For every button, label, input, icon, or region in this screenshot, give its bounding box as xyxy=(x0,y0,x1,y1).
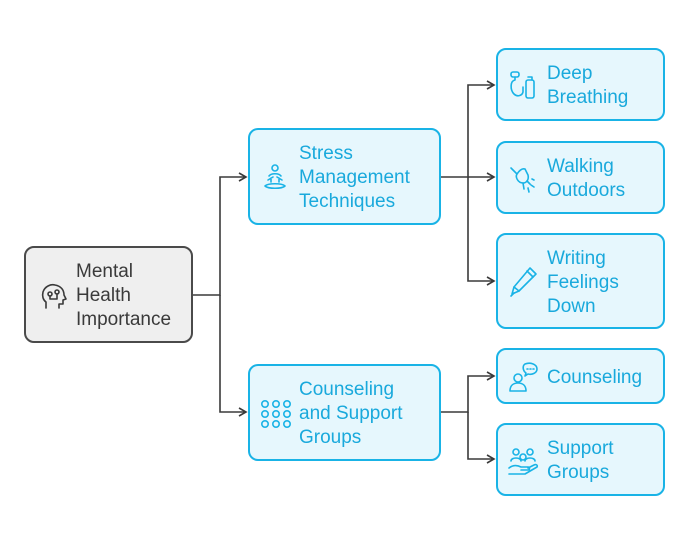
bird-icon xyxy=(510,167,535,193)
branch-counseling-label: Counseling and Support Groups xyxy=(299,379,403,448)
connector-root-branch-1 xyxy=(193,172,248,296)
branch-counseling-support: Counseling and Support Groups xyxy=(248,364,441,461)
root-label: Mental Health Importance xyxy=(76,261,172,330)
leaf-support-groups: Support Groups xyxy=(496,423,665,496)
connector-stress-writing xyxy=(467,177,496,286)
meditation-icon xyxy=(264,164,286,190)
leaf-counseling: Counseling xyxy=(496,348,665,404)
connector-root-branch-2 xyxy=(219,295,248,417)
leaf-deep-breathing: Deep Breathing xyxy=(496,48,665,121)
head-brain-icon xyxy=(41,283,67,309)
leaf-walking-outdoors: Walking Outdoors xyxy=(496,141,665,214)
inhaler-icon xyxy=(510,71,535,99)
leaf-deep-breathing-label: Deep Breathing xyxy=(547,63,629,108)
connector-counseling-support xyxy=(467,412,496,464)
root-node: Mental Health Importance xyxy=(24,246,193,343)
branch-stress-label: Stress Management Techniques xyxy=(299,143,410,212)
connector-counseling-counseling xyxy=(441,371,496,413)
pencil-icon xyxy=(510,267,537,297)
person-speech-icon xyxy=(509,362,538,392)
connector-stress-deep-breathing xyxy=(441,80,496,178)
leaf-writing-feelings: Writing Feelings Down xyxy=(496,233,665,329)
leaf-counseling-label: Counseling xyxy=(547,367,643,388)
leaf-support-groups-label: Support Groups xyxy=(547,438,614,483)
dots-grid-icon xyxy=(260,399,291,428)
group-hand-icon xyxy=(508,448,539,475)
branch-stress-management: Stress Management Techniques xyxy=(248,128,441,225)
leaf-walking-outdoors-label: Walking Outdoors xyxy=(547,156,626,201)
leaf-writing-feelings-label: Writing Feelings Down xyxy=(547,248,619,317)
